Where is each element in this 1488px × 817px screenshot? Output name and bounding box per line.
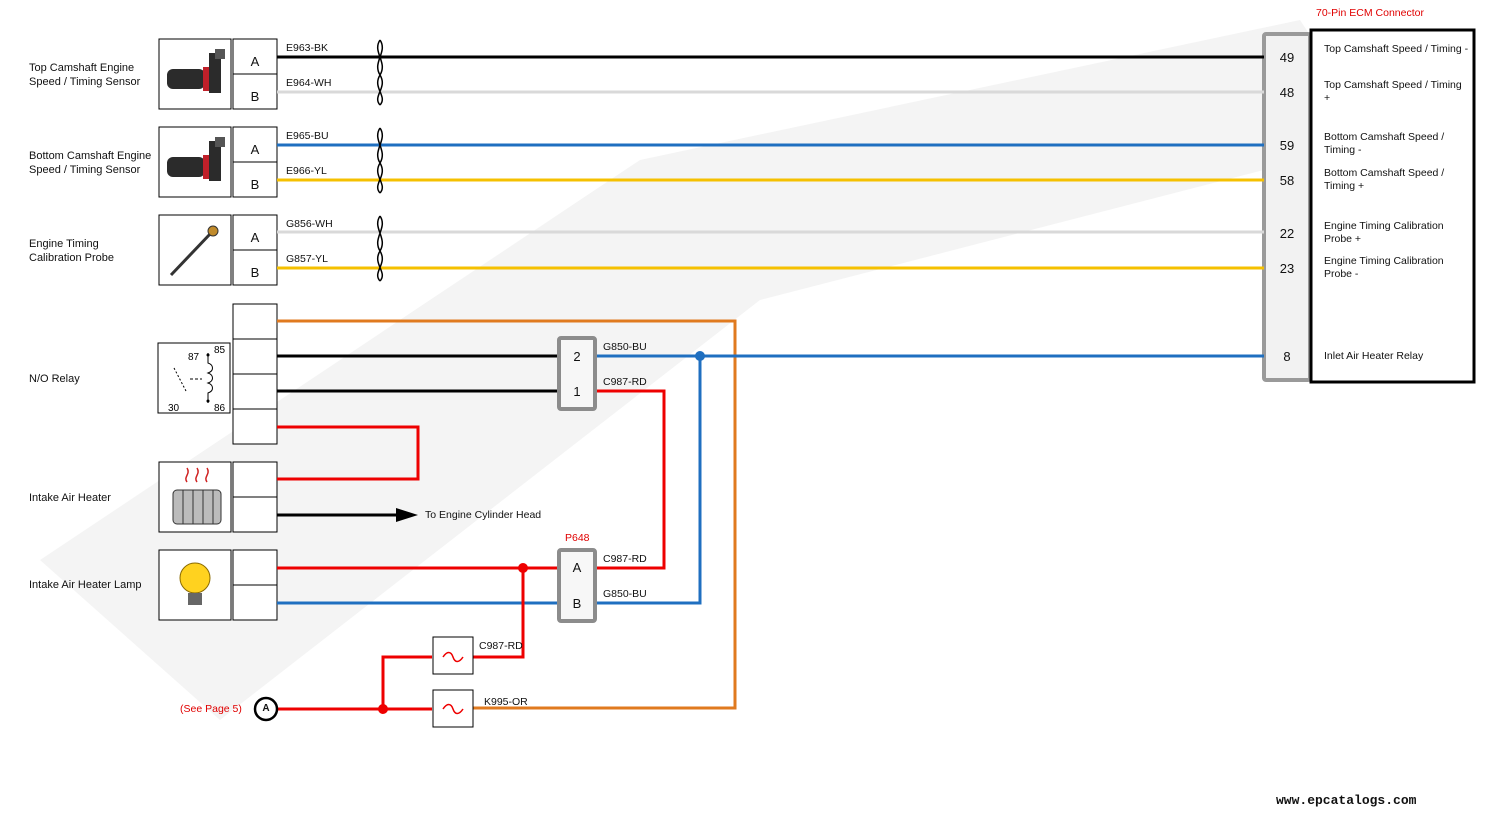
pin-label: B	[250, 177, 260, 192]
ecm-pin-number: 22	[1279, 226, 1295, 241]
wire-label-e963: E963-BK	[286, 42, 329, 54]
wire-label-c987-top: C987-RD	[603, 376, 647, 388]
pin-boxes	[232, 38, 278, 621]
fuse-c987	[432, 636, 474, 675]
relay-terminal-87: 87	[188, 352, 200, 363]
component-name-relay: N/O Relay	[29, 373, 80, 385]
splice-red-fuse	[378, 704, 388, 714]
wire-label-c987-fuse: C987-RD	[479, 640, 523, 652]
ecm-pin-desc: Inlet Air Heater Relay	[1324, 350, 1424, 362]
p648-label: P648	[565, 532, 590, 544]
wire-label-g850-top: G850-BU	[603, 341, 647, 353]
lamp-icon	[179, 562, 211, 605]
fuse-k995	[432, 689, 474, 728]
splice-red-lamp	[518, 563, 528, 573]
pin-label: A	[250, 230, 260, 245]
component-name-lamp: Intake Air Heater Lamp	[29, 579, 142, 591]
ecm-pin-desc: Top Camshaft Speed / Timing +	[1324, 79, 1462, 104]
ecm-connector-title: 70-Pin ECM Connector	[1316, 7, 1424, 19]
watermark-graphic	[40, 20, 1380, 720]
wire-k995	[277, 319, 737, 710]
relay-terminal-30: 30	[168, 403, 180, 414]
to-cylinder-head-label: To Engine Cylinder Head	[425, 509, 542, 521]
wire-fuse-feed-top	[381, 655, 432, 708]
twisted-pair-symbols	[377, 39, 383, 282]
ecm-pin-number: 49	[1279, 50, 1295, 65]
ecm-pin-number: 8	[1283, 349, 1291, 364]
watermark-url: www.epcatalogs.com	[1276, 793, 1417, 808]
wire-label-g856: G856-WH	[286, 218, 333, 230]
wire-label-g857: G857-YL	[286, 253, 329, 265]
arrow-to-cylinder-head	[396, 508, 418, 522]
camshaft-sensor-icon	[167, 49, 225, 93]
twist-icon	[377, 127, 383, 194]
wire-relay-heater	[277, 425, 420, 481]
offpage-reference	[253, 696, 279, 722]
component-name-bottom-cam: Bottom Camshaft Engine Speed / Timing Se…	[29, 150, 152, 176]
offpage-ref-letter: A	[262, 703, 270, 714]
fuse-icon	[442, 651, 464, 663]
ecm-pin-number: 23	[1279, 261, 1295, 276]
wire-c987-top	[596, 389, 666, 570]
twist-icon	[377, 39, 383, 106]
relay-terminal-86: 86	[214, 403, 226, 414]
relay-box	[157, 342, 231, 414]
splice-dots	[378, 351, 705, 714]
component-name-probe: Engine Timing Calibration Probe	[29, 238, 114, 264]
ecm-pin-desc: Engine Timing Calibration Probe -	[1324, 255, 1444, 280]
relay-wire-connector	[557, 336, 597, 411]
ecm-pin-number: 58	[1279, 173, 1295, 188]
ecm-pin-desc: Engine Timing Calibration Probe +	[1324, 220, 1444, 245]
wire-c987-fuse	[473, 568, 525, 659]
ecm-pin-number: 48	[1279, 85, 1295, 100]
component-name-top-cam: Top Camshaft Engine Speed / Timing Senso…	[29, 62, 141, 88]
wire-label-e964: E964-WH	[286, 77, 332, 89]
wire-label-c987-mid: C987-RD	[603, 553, 647, 565]
pin-label: A	[250, 142, 260, 157]
ecm-pin-desc: Top Camshaft Speed / Timing -	[1324, 43, 1469, 55]
ecm-pin-desc: Bottom Camshaft Speed / Timing -	[1324, 131, 1445, 156]
wire-label-g850-bot: G850-BU	[603, 588, 647, 600]
relay-conn-pin-1: 1	[573, 384, 581, 399]
p648-pin-b: B	[572, 596, 582, 611]
camshaft-sensor-icon	[167, 137, 225, 181]
relay-conn-pin-2: 2	[573, 349, 581, 364]
wire-g850-bot	[596, 356, 702, 605]
p648-pin-a: A	[572, 560, 582, 575]
wire-label-e965: E965-BU	[286, 130, 329, 142]
pin-label: B	[250, 89, 260, 104]
component-name-heater: Intake Air Heater	[29, 492, 111, 504]
relay-icon: 87 85 30 86	[168, 345, 226, 414]
calibration-probe-icon	[169, 225, 219, 277]
ecm-pin-desc: Bottom Camshaft Speed / Timing +	[1324, 167, 1445, 192]
ecm-connector	[1262, 28, 1476, 384]
relay-terminal-85: 85	[214, 345, 226, 356]
wires	[277, 55, 1264, 711]
heater-icon	[172, 467, 222, 525]
twist-icon	[377, 215, 383, 282]
wire-label-e966: E966-YL	[286, 165, 327, 177]
splice-blue	[695, 351, 705, 361]
p648-connector	[557, 548, 597, 623]
fuse-icon	[442, 703, 464, 715]
pin-label: B	[250, 265, 260, 280]
see-page-label: (See Page 5)	[180, 703, 242, 715]
pin-label: A	[250, 54, 260, 69]
wire-label-k995: K995-OR	[484, 696, 528, 708]
ecm-pin-number: 59	[1279, 138, 1295, 153]
